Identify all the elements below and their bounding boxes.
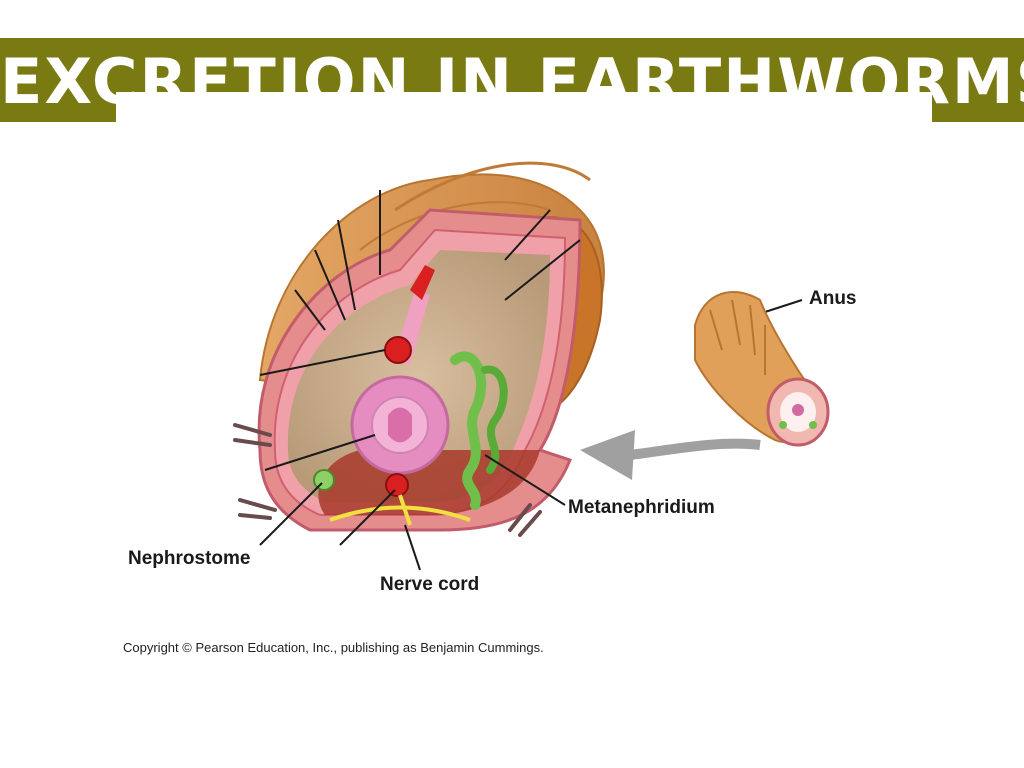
label-nephrostome: Nephrostome [128, 548, 250, 570]
cross-section [235, 210, 580, 535]
label-anus: Anus [809, 288, 857, 310]
direction-arrow [580, 430, 760, 480]
label-metanephridium: Metanephridium [568, 497, 715, 519]
title-overlap-mask [116, 92, 932, 124]
whole-earthworm-illustration [695, 292, 828, 445]
label-nerve-cord: Nerve cord [380, 574, 479, 596]
earthworm-cross-section-diagram [110, 150, 910, 670]
copyright-notice: Copyright © Pearson Education, Inc., pub… [123, 640, 544, 655]
